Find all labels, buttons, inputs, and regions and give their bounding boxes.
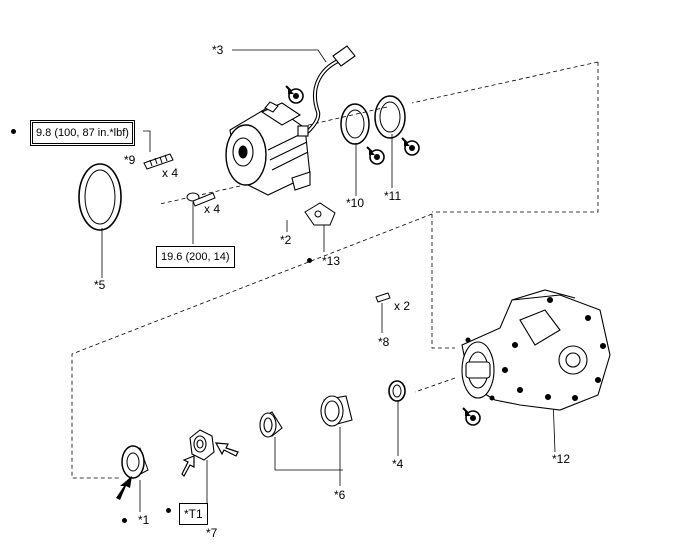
o-ring <box>388 380 406 402</box>
assembly-guide-lines <box>71 61 599 479</box>
bullet-dot-icon <box>11 129 16 134</box>
special-tool-label: *T1 <box>179 503 208 525</box>
callout-13: *13 <box>322 254 341 268</box>
bolt-quantity: x 4 <box>204 202 221 216</box>
grease-icon <box>366 146 385 165</box>
staking-arrow-icon <box>214 442 239 457</box>
torque-spec-bolt: 19.6 (200, 14) <box>156 246 235 268</box>
callout-3: *3 <box>212 43 224 57</box>
bearing-inner <box>259 411 283 438</box>
stud-bolt <box>143 153 174 170</box>
bearing-outer <box>320 395 353 427</box>
press-arrow-icon <box>116 476 132 500</box>
motor-bolt <box>186 192 216 207</box>
harness-clamp <box>304 202 336 226</box>
grease-icon <box>462 407 481 426</box>
callout-6: *6 <box>334 488 346 502</box>
callout-12: *12 <box>552 452 571 466</box>
front-oil-seal <box>121 445 149 479</box>
oil-seal-11 <box>374 95 406 139</box>
oil-seal-large <box>78 163 122 231</box>
bullet-dot-icon <box>122 518 127 523</box>
differential-carrier <box>461 289 611 411</box>
grease-icon <box>401 137 420 156</box>
leader-lines <box>101 49 556 512</box>
callout-11: *11 <box>384 189 402 203</box>
callout-2: *2 <box>280 233 292 247</box>
callout-9: *9 <box>124 153 136 167</box>
oil-seal-10 <box>340 103 370 145</box>
callout-5: *5 <box>94 278 106 292</box>
bullet-dot-icon <box>166 508 171 513</box>
nut <box>189 429 215 461</box>
callout-10: *10 <box>346 196 365 210</box>
callout-4: *4 <box>392 457 404 471</box>
wire-harness <box>297 45 356 137</box>
callout-8: *8 <box>378 335 390 349</box>
callout-1: *1 <box>138 513 150 527</box>
staking-arrow-icon <box>181 455 195 477</box>
callout-7: *7 <box>206 526 218 540</box>
torque-spec-stud: 9.8 (100, 87 in.*lbf) <box>30 120 135 146</box>
motor-actuator <box>225 101 311 196</box>
grease-icon <box>285 85 304 104</box>
stud-quantity: x 4 <box>162 166 179 180</box>
bullet-dot-icon <box>307 258 312 263</box>
straight-pin <box>375 292 391 303</box>
pin-quantity: x 2 <box>394 299 411 313</box>
